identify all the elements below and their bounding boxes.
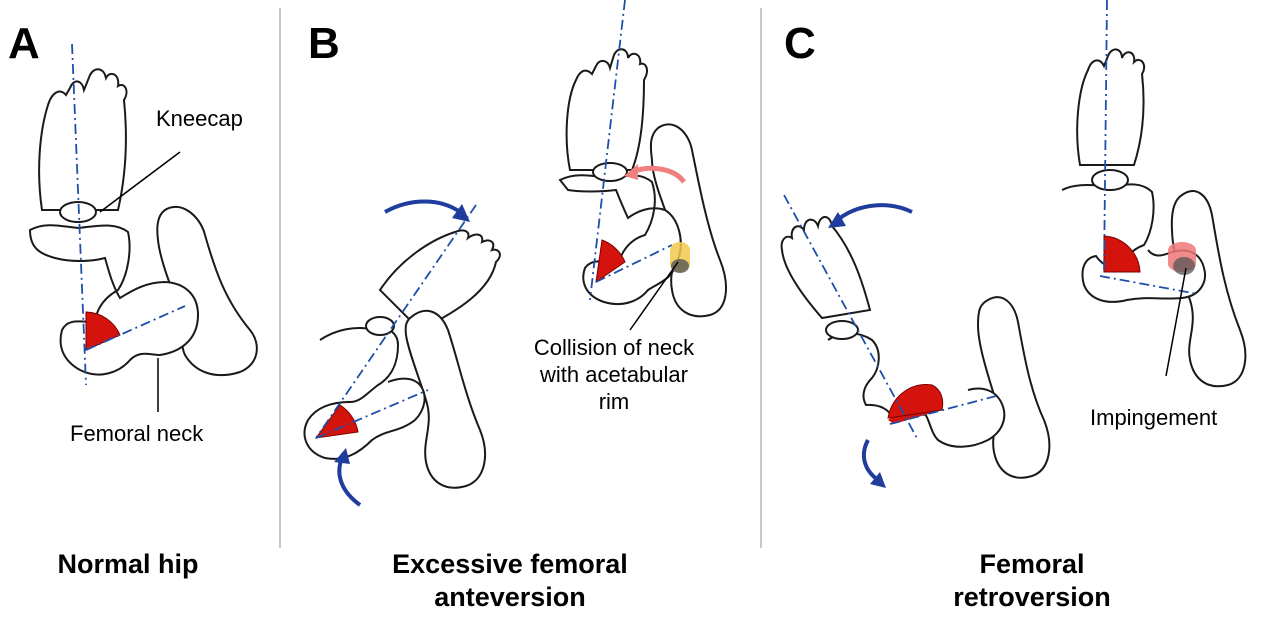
collision-label-line: with acetabular xyxy=(526,361,702,388)
rotated-foot-outline xyxy=(380,230,500,330)
foot-outline xyxy=(39,69,126,210)
caption-line: Normal hip xyxy=(8,548,248,581)
retroversion-illustration xyxy=(762,0,1271,617)
impingement-label: Impingement xyxy=(1090,404,1217,431)
collision-label-line: Collision of neck xyxy=(526,334,702,361)
internal-rotation-arrow-bottom xyxy=(339,458,360,505)
normal-hip-illustration xyxy=(0,0,279,617)
collision-label-line: rim xyxy=(526,388,702,415)
inset-kneecap-shape xyxy=(1092,170,1128,190)
rotated-kneecap-shape xyxy=(366,317,394,335)
caption-line: Excessive femoral xyxy=(340,548,680,581)
inset-retro-angle-wedge xyxy=(1104,236,1140,272)
inset-foot-outline xyxy=(1077,49,1144,165)
caption-line: anteversion xyxy=(340,581,680,614)
caption-line: Femoral xyxy=(902,548,1162,581)
rotated-pelvis-outline xyxy=(978,297,1049,477)
impingement-contact-shadow xyxy=(1173,257,1195,275)
internal-rotation-arrow-top xyxy=(385,202,460,213)
caption-femoral-retroversion: Femoral retroversion xyxy=(902,548,1162,614)
rotated-kneecap-shape xyxy=(826,321,858,339)
collision-label: Collision of neck with acetabular rim xyxy=(526,334,702,415)
inset-foot-outline xyxy=(567,49,647,170)
caption-line: retroversion xyxy=(902,581,1162,614)
external-rotation-arrow-bottom xyxy=(864,440,878,480)
external-rotation-arrow-top xyxy=(840,205,912,218)
rotated-femur-outline xyxy=(305,328,425,459)
inset-kneecap-shape xyxy=(593,163,627,181)
panel-b-excessive-anteversion: B Collision of neck with acetabular rim xyxy=(280,0,760,617)
femoral-neck-label: Femoral neck xyxy=(70,420,203,447)
kneecap-label: Kneecap xyxy=(156,105,243,132)
panel-c-femoral-retroversion: C Impingement Femoral retroversion xyxy=(762,0,1271,617)
caption-excessive-femoral-anteversion: Excessive femoral anteversion xyxy=(340,548,680,614)
panel-a-normal-hip: A Kneecap Femoral neck Normal hip xyxy=(0,0,279,617)
anteversion-illustration xyxy=(280,0,760,617)
collision-contact-shadow xyxy=(671,259,689,273)
caption-normal-hip: Normal hip xyxy=(8,548,248,581)
rotated-foot-outline xyxy=(782,217,870,318)
